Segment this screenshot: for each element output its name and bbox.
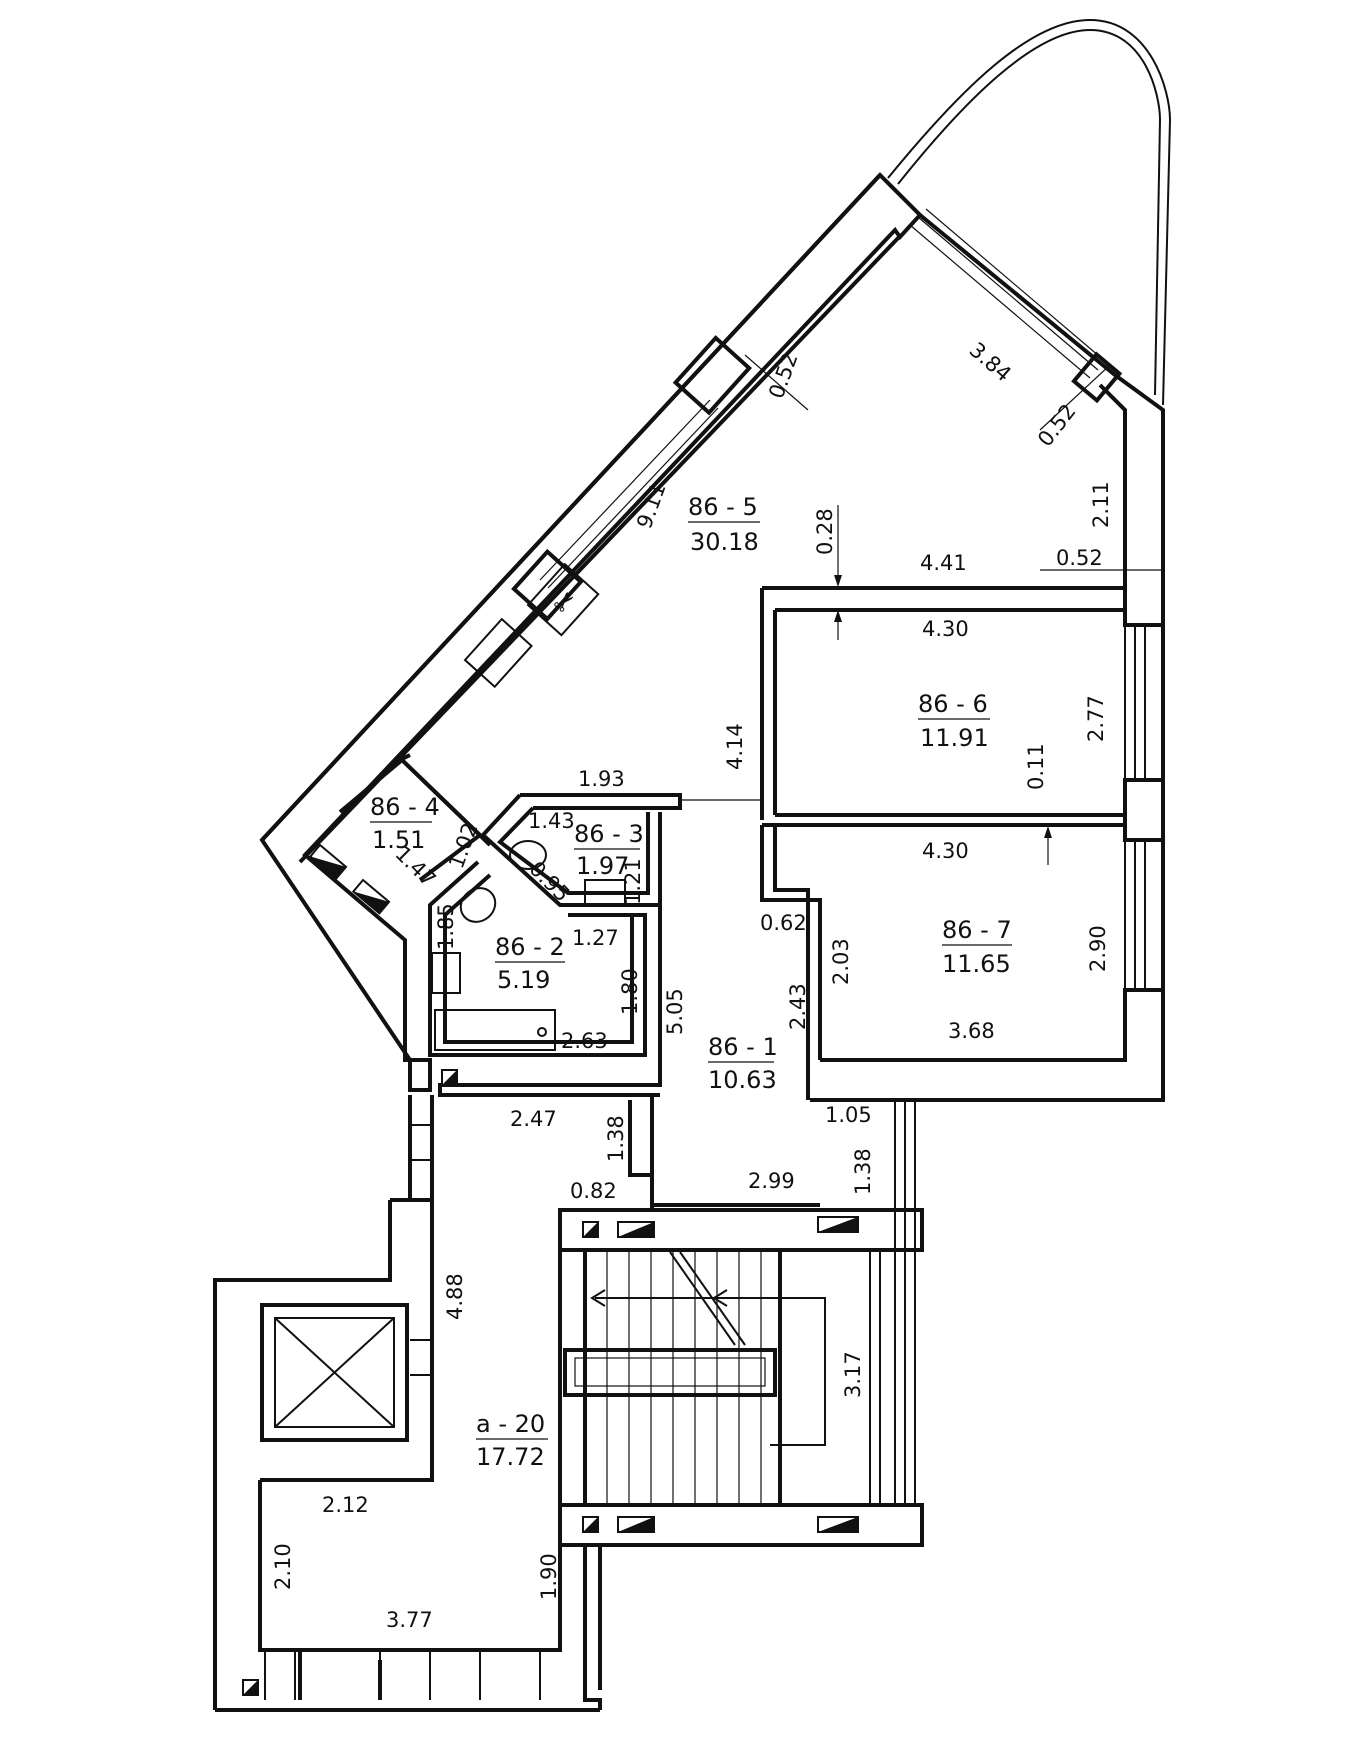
room-label-86-4: 86 - 4 1.51 (370, 793, 440, 854)
room-label-86-1: 86 - 1 10.63 (708, 1033, 778, 1094)
svg-text:86 - 5: 86 - 5 (688, 493, 758, 521)
svg-text:86 - 4: 86 - 4 (370, 793, 440, 821)
svg-text:2.03: 2.03 (829, 938, 853, 985)
window-top-right (909, 208, 1123, 404)
svg-text:1.97: 1.97 (576, 852, 629, 880)
dimension-markers (744, 354, 1163, 865)
windows-bottom (264, 1650, 541, 1700)
svg-text:1.43: 1.43 (528, 809, 575, 833)
room-label-a-20: a - 20 17.72 (476, 1410, 548, 1471)
svg-text:86 - 6: 86 - 6 (918, 690, 988, 718)
svg-text:17.72: 17.72 (476, 1443, 545, 1471)
svg-text:1.27: 1.27 (572, 926, 619, 950)
svg-text:2.12: 2.12 (322, 1493, 369, 1517)
dimension-labels: 3.84 0.52 0.52 9.11 2.11 0.28 4.41 0.52 … (271, 338, 1113, 1632)
room-label-86-3: 86 - 3 1.97 (574, 820, 644, 880)
svg-text:1.90: 1.90 (537, 1553, 561, 1600)
svg-text:1.93: 1.93 (578, 767, 625, 791)
svg-text:1.38: 1.38 (851, 1148, 875, 1195)
windows-diagonal (511, 335, 752, 622)
svg-text:0.82: 0.82 (570, 1179, 617, 1203)
svg-text:1.51: 1.51 (372, 826, 425, 854)
svg-text:5.19: 5.19 (497, 966, 550, 994)
svg-text:2.99: 2.99 (748, 1169, 795, 1193)
room-label-86-6: 86 - 6 11.91 (918, 690, 990, 752)
svg-text:9.11: 9.11 (632, 480, 671, 532)
svg-text:11.65: 11.65 (942, 950, 1011, 978)
svg-text:2.11: 2.11 (1089, 481, 1113, 528)
staircase (563, 1248, 826, 1507)
svg-text:4.88: 4.88 (443, 1273, 467, 1320)
svg-text:86 - 2: 86 - 2 (495, 933, 565, 961)
svg-text:3.77: 3.77 (386, 1608, 433, 1632)
svg-text:2.47: 2.47 (510, 1107, 557, 1131)
vent-markers (242, 843, 859, 1696)
exterior-walls (259, 172, 1165, 1102)
svg-text:4.30: 4.30 (922, 839, 969, 863)
svg-text:3.68: 3.68 (948, 1019, 995, 1043)
svg-text:10.63: 10.63 (708, 1066, 777, 1094)
svg-text:0.52: 0.52 (1033, 399, 1081, 451)
room-label-86-5: 86 - 5 30.18 (688, 493, 760, 556)
svg-text:0.28: 0.28 (813, 508, 837, 555)
room-label-86-2: 86 - 2 5.19 (495, 933, 565, 994)
svg-text:1.05: 1.05 (825, 1103, 872, 1127)
room-label-86-7: 86 - 7 11.65 (942, 916, 1012, 978)
svg-text:1.21: 1.21 (621, 858, 645, 905)
svg-text:a - 20: a - 20 (476, 1410, 545, 1438)
svg-text:4.14: 4.14 (723, 723, 747, 770)
svg-text:4.41: 4.41 (920, 551, 967, 575)
svg-text:1.85: 1.85 (434, 903, 458, 950)
svg-text:0.52: 0.52 (764, 350, 803, 402)
svg-text:1.38: 1.38 (604, 1115, 628, 1162)
svg-text:86 - 3: 86 - 3 (574, 820, 644, 848)
svg-text:0.52: 0.52 (1056, 546, 1103, 570)
svg-text:4.30: 4.30 (922, 617, 969, 641)
svg-text:0.62: 0.62 (760, 911, 807, 935)
svg-text:0.11: 0.11 (1024, 743, 1048, 790)
svg-text:86 - 1: 86 - 1 (708, 1033, 778, 1061)
svg-text:86 - 7: 86 - 7 (942, 916, 1012, 944)
svg-text:2.63: 2.63 (561, 1029, 608, 1053)
hall-walls (213, 1095, 602, 1712)
svg-text:11.91: 11.91 (920, 724, 989, 752)
svg-text:1.80: 1.80 (618, 968, 642, 1015)
svg-text:2.10: 2.10 (271, 1543, 295, 1590)
elevator-shaft (260, 1303, 409, 1442)
svg-text:3.84: 3.84 (965, 338, 1016, 387)
svg-text:2.43: 2.43 (786, 983, 810, 1030)
svg-text:5.05: 5.05 (663, 988, 687, 1035)
svg-text:3.17: 3.17 (841, 1351, 865, 1398)
balcony (887, 18, 1172, 406)
svg-text:30.18: 30.18 (690, 528, 759, 556)
svg-text:2.77: 2.77 (1084, 695, 1108, 742)
interior-walls (338, 586, 1165, 1547)
svg-text:2.90: 2.90 (1086, 925, 1110, 972)
